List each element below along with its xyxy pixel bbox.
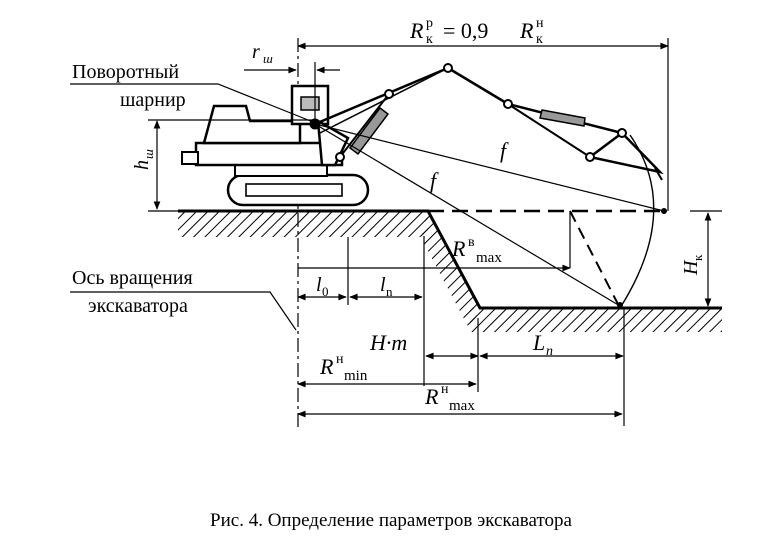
hsh-subscript: ш — [141, 149, 156, 159]
boom-assembly — [314, 63, 664, 181]
rk-symbol-1: R — [409, 18, 424, 43]
rmin-sup: н — [336, 352, 344, 367]
upper-ground-hatch — [178, 211, 428, 237]
rnmax-sup: н — [441, 382, 449, 397]
rvmax-sub: max — [476, 250, 502, 266]
track-inner — [245, 183, 343, 197]
rmin-sub: min — [344, 368, 368, 384]
counterweight — [181, 151, 199, 165]
f-line-upper — [314, 123, 665, 212]
ln-subscript: n — [386, 284, 393, 299]
ln-symbol: l — [380, 274, 386, 296]
rvmax-symbol: R — [451, 236, 466, 261]
figure-caption: Рис. 4. Определение параметров экскавато… — [210, 510, 572, 531]
axis-label-line2: экскаватора — [88, 295, 188, 317]
hk-symbol: H — [680, 259, 702, 276]
rsh-symbol: r — [252, 41, 260, 63]
cabin-window — [300, 96, 320, 111]
cut-dashed-line — [569, 210, 621, 309]
arm-upper — [447, 66, 509, 106]
slope-hatch — [420, 211, 480, 330]
rnmax-symbol: R — [424, 384, 439, 409]
Ln-subscript: n — [546, 344, 553, 359]
axis-label-line1: Ось вращения — [72, 267, 193, 289]
Ln-symbol: L — [532, 330, 545, 355]
rk-sub-1: к — [426, 32, 433, 47]
rk-sub-2: к — [536, 32, 543, 47]
ground-surface — [178, 209, 722, 310]
hm-label: H·m — [369, 330, 407, 355]
hk-subscript: к — [690, 254, 705, 261]
pivot-label-line2: шарнир — [120, 89, 186, 111]
ground-profile — [178, 209, 722, 332]
rmin-symbol: R — [319, 354, 334, 379]
rk-symbol-2: R — [519, 18, 534, 43]
bucket — [587, 131, 664, 175]
rk-equals: = 0,9 — [443, 18, 488, 43]
rvmax-sup: в — [468, 235, 475, 250]
pivot-leader — [70, 83, 314, 123]
hsh-symbol: h — [131, 160, 153, 170]
rk-sup-2: н — [536, 16, 544, 31]
l0-subscript: 0 — [322, 284, 329, 299]
arm-cylinder — [539, 109, 586, 127]
arm-lower — [507, 103, 591, 158]
rk-sup-1: р — [426, 16, 433, 31]
f-line-lower — [314, 123, 621, 307]
f-label-lower: f — [430, 168, 439, 193]
axis-leader — [70, 291, 297, 331]
pivot-label-line1: Поворотный — [72, 61, 179, 83]
rsh-subscript: ш — [263, 51, 273, 66]
reach-arc — [619, 134, 655, 309]
l0-symbol: l — [316, 274, 322, 296]
boom — [314, 66, 449, 126]
engine-housing — [202, 104, 302, 145]
f-label-upper: f — [500, 138, 509, 163]
boom-foot — [316, 118, 350, 167]
lower-ground-hatch — [470, 308, 722, 332]
rnmax-sub: max — [449, 398, 475, 414]
excavator-body — [181, 84, 370, 207]
boom-cylinder — [348, 106, 390, 156]
